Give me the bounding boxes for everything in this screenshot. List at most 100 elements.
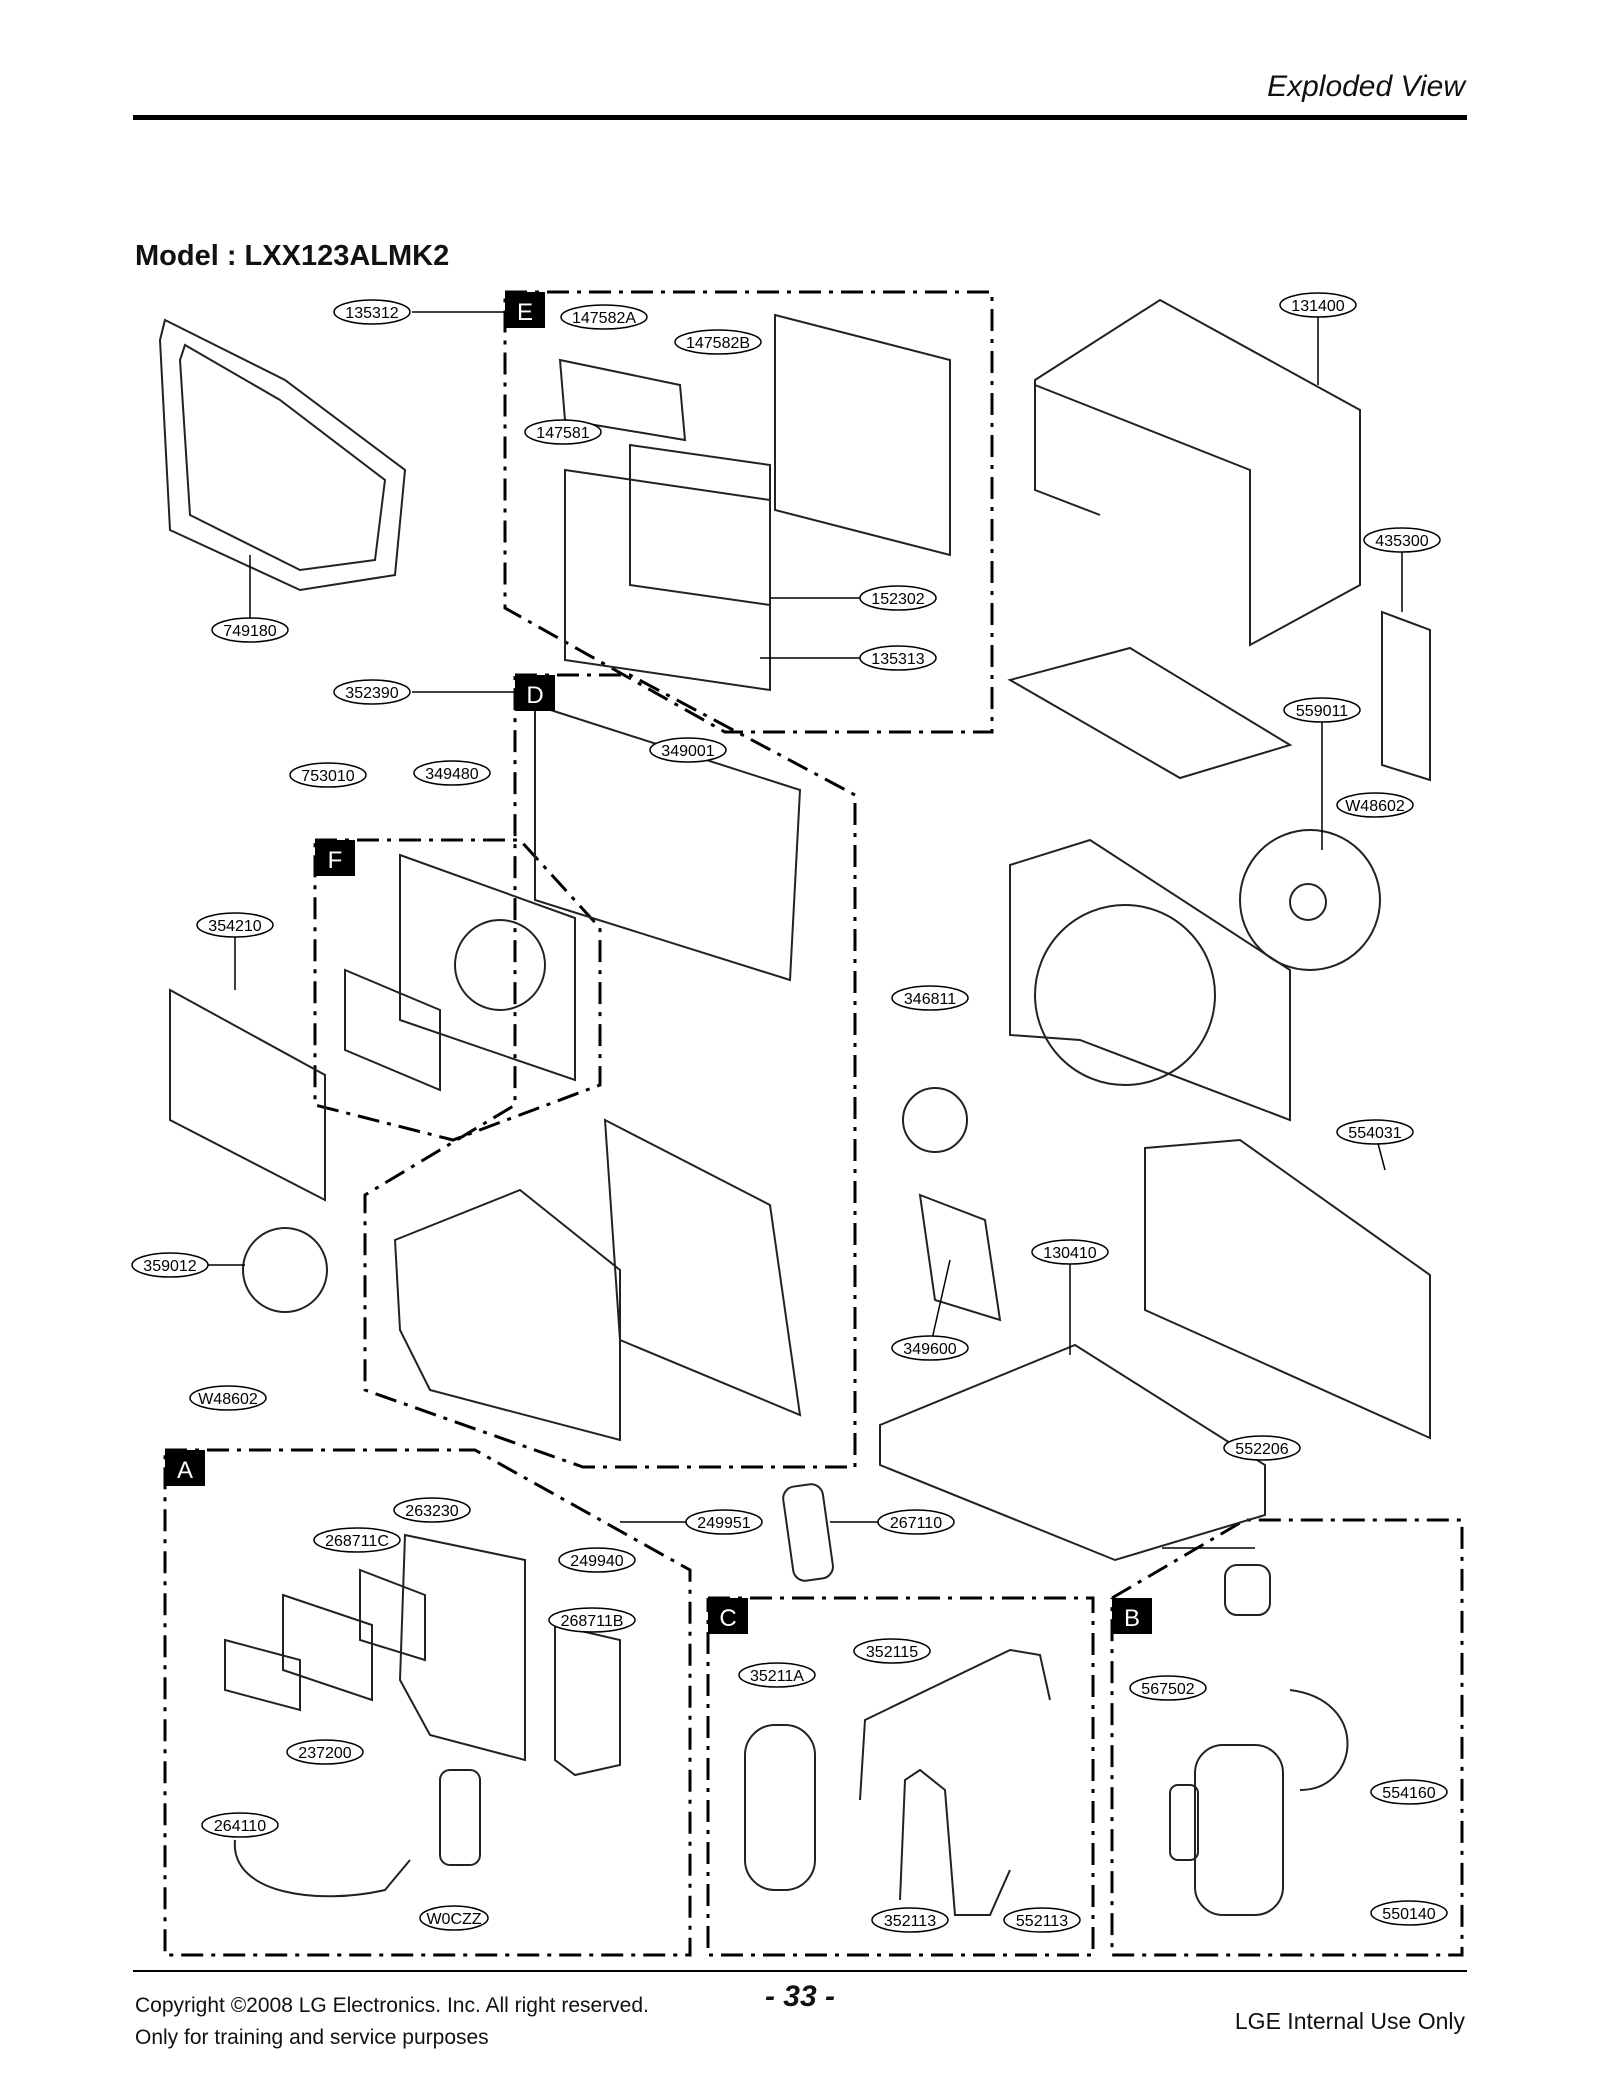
part-number-callout: 264110 <box>201 1812 279 1838</box>
part-number-oval <box>1031 1239 1109 1265</box>
part-number-callout: 552206 <box>1223 1435 1301 1461</box>
part-number-oval <box>674 329 762 355</box>
section-c-outline <box>706 1596 1095 1957</box>
part-number-callout: W48602 <box>1336 792 1414 818</box>
section-tab-a: A <box>165 1450 205 1486</box>
power-cord-part <box>233 1839 411 1898</box>
part-number-callout: 263230 <box>393 1497 471 1523</box>
part-number-callout: 346811 <box>891 985 969 1011</box>
part-number-label: 147581 <box>536 425 589 442</box>
cabinet-part <box>1034 298 1361 647</box>
part-number-oval <box>649 737 727 763</box>
section-letter: C <box>719 1605 736 1632</box>
part-number-oval <box>333 299 411 325</box>
condenser-part <box>1144 1138 1431 1440</box>
part-number-callout: 268711B <box>548 1607 636 1633</box>
part-number-label: 249951 <box>697 1515 750 1532</box>
part-number-oval <box>1129 1675 1207 1701</box>
section-e-outline <box>503 290 994 734</box>
overload-part <box>1169 1784 1199 1861</box>
part-number-oval <box>859 645 937 671</box>
training-note: Only for training and service purposes <box>135 2026 489 2049</box>
section-f-outline <box>313 838 602 1142</box>
part-number-oval <box>738 1662 816 1688</box>
section-title: Exploded View <box>1267 70 1465 103</box>
internal-note: LGE Internal Use Only <box>1234 2008 1465 2034</box>
part-number-label: 554031 <box>1348 1125 1401 1142</box>
part-number-callout: 268711C <box>313 1527 401 1553</box>
part-number-callout: 147582A <box>560 304 648 330</box>
section-letter: B <box>1124 1605 1140 1632</box>
part-number-callout: 147581 <box>524 419 602 445</box>
part-number-callout: 559011 <box>1283 697 1361 723</box>
part-number-callout: 147582B <box>674 329 762 355</box>
part-number-oval <box>1336 1119 1414 1145</box>
shroud-part <box>399 853 576 1082</box>
part-number-label: W48602 <box>1345 798 1405 815</box>
footer-left: Copyright ©2008 LG Electronics. Inc. All… <box>135 1990 649 2054</box>
section-d-outline <box>363 673 857 1469</box>
part-number-oval <box>871 1907 949 1933</box>
part-number-label: 147582A <box>572 310 636 327</box>
part-number-label: 135313 <box>871 651 924 668</box>
capillary-tube-part <box>744 1724 816 1891</box>
control-panel-part <box>603 1118 802 1417</box>
compressor-part <box>1194 1744 1284 1916</box>
part-number-label: 554160 <box>1382 1785 1435 1802</box>
part-number-oval <box>877 1509 955 1535</box>
part-number-oval <box>548 1607 636 1633</box>
part-number-callout: 237200 <box>286 1739 364 1765</box>
part-number-oval <box>1363 527 1441 553</box>
part-number-oval <box>1370 1900 1448 1926</box>
part-number-label: 35211A <box>750 1668 804 1685</box>
part-number-label: 753010 <box>301 768 354 785</box>
part-number-oval <box>313 1527 401 1553</box>
part-number-label: 147582B <box>686 335 750 352</box>
part-number-callout: 354210 <box>196 912 274 938</box>
part-number-label: 349001 <box>661 743 714 760</box>
part-number-label: 264110 <box>214 1818 266 1835</box>
part-number-callout: 349480 <box>413 760 491 786</box>
motor-bracket-part <box>918 1193 1002 1322</box>
part-number-label: 359012 <box>143 1258 196 1275</box>
part-number-label: 249940 <box>570 1553 623 1570</box>
fan-hub <box>1289 883 1327 921</box>
pcb-assembly-part <box>554 1623 621 1777</box>
part-number-callout: 152302 <box>859 585 937 611</box>
part-number-label: 349600 <box>903 1341 956 1358</box>
part-number-oval <box>853 1638 931 1664</box>
part-number-label: 237200 <box>298 1745 351 1762</box>
part-number-oval <box>685 1509 763 1535</box>
control-box-part <box>398 1533 526 1762</box>
control-panel-cover-part <box>224 1638 301 1712</box>
pcb-main-part <box>359 1568 426 1662</box>
section-tab-e: E <box>505 292 545 328</box>
part-number-callout: 135313 <box>859 645 937 671</box>
part-number-oval <box>333 679 411 705</box>
part-number-label: 559011 <box>1296 703 1348 720</box>
part-number-label: 352115 <box>866 1644 918 1661</box>
part-number-oval <box>189 1385 267 1411</box>
part-number-callout: 249951 <box>685 1509 763 1535</box>
section-letter: D <box>526 682 543 709</box>
part-number-oval <box>201 1812 279 1838</box>
part-number-callout: 359012 <box>131 1252 209 1278</box>
part-number-callout: 554031 <box>1336 1119 1414 1145</box>
compressor-harness-part <box>1289 1689 1349 1791</box>
remote-control-part <box>782 1483 834 1582</box>
part-number-callout: 35211A <box>738 1662 816 1688</box>
part-number-label: 131400 <box>1291 298 1344 315</box>
part-number-callout: 249940 <box>558 1547 636 1573</box>
section-b-outline <box>1110 1518 1464 1957</box>
discharge-pipe-part <box>859 1648 1051 1801</box>
part-number-label: 268711C <box>325 1533 389 1550</box>
page-number: - 33 - <box>764 1980 836 2013</box>
part-number-oval <box>1336 792 1414 818</box>
part-number-oval <box>289 762 367 788</box>
section-letter: A <box>177 1457 193 1484</box>
fan-motor-part <box>902 1087 968 1153</box>
part-number-label: 263230 <box>405 1503 458 1520</box>
front-frame-inner <box>178 343 387 572</box>
part-number-oval <box>1370 1779 1448 1805</box>
